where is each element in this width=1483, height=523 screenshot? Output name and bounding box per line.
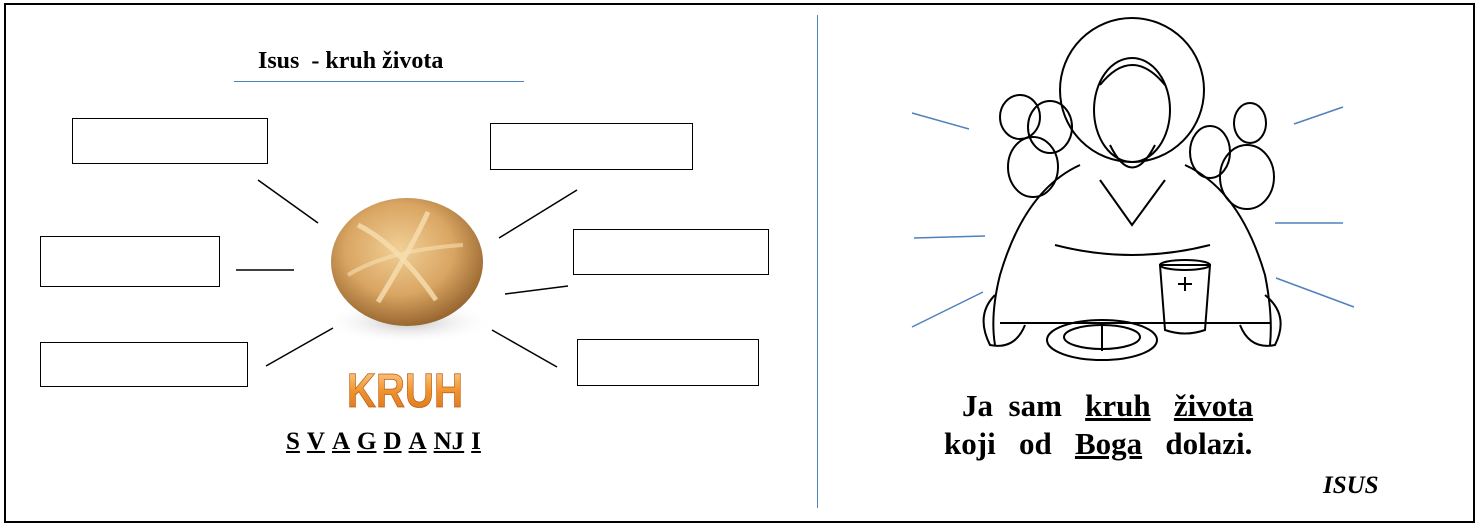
letter: A <box>408 428 427 455</box>
verse-word: od <box>1018 426 1052 461</box>
verse-word: koji <box>944 426 996 461</box>
ray-3 <box>911 291 984 328</box>
answer-box-top-right[interactable] <box>490 123 693 170</box>
signature: ISUS <box>1323 472 1379 499</box>
letter: S <box>286 428 300 455</box>
letter: A <box>331 428 351 455</box>
letter: G <box>357 428 377 455</box>
verse-line-2: koji od Boga dolazi. <box>944 426 1252 462</box>
letter: V <box>306 428 325 455</box>
connector-middle-right <box>504 285 569 295</box>
connector-bottom-right <box>491 329 558 368</box>
verse-word-underlined: kruh <box>1085 388 1151 423</box>
connector-lines <box>236 106 1355 368</box>
kruh-logo: KRUH <box>347 365 464 415</box>
connector-bottom-left <box>265 327 334 367</box>
answer-box-bottom-right[interactable] <box>577 339 759 386</box>
answer-box-middle-right[interactable] <box>573 229 769 275</box>
title-underline <box>234 81 524 82</box>
verse-word: Ja <box>962 388 993 423</box>
worksheet-title: Isus - kruh života <box>258 48 444 74</box>
verse-word-underlined: Boga <box>1074 426 1143 461</box>
ray-4 <box>1293 106 1344 125</box>
ray-6 <box>1275 277 1355 308</box>
connector-top-right <box>498 189 578 239</box>
answer-box-middle-left[interactable] <box>40 236 220 287</box>
letter: I <box>471 428 481 455</box>
kruh-logo-text: KRUH <box>347 365 463 415</box>
letter: D <box>383 428 402 455</box>
answer-box-bottom-left[interactable] <box>40 342 248 387</box>
answer-box-top-left[interactable] <box>72 118 268 164</box>
letter: NJ <box>433 428 465 455</box>
verse-line-1: Ja sam kruh života <box>962 388 1253 424</box>
ray-1 <box>911 112 970 130</box>
jesus-illustration <box>982 17 1282 361</box>
verse-word: dolazi. <box>1165 426 1253 461</box>
connector-top-left <box>257 179 319 224</box>
column-divider <box>817 15 818 508</box>
verse-word-underlined: života <box>1173 388 1254 423</box>
verse-word: sam <box>1008 388 1062 423</box>
ray-2 <box>913 235 986 239</box>
bread-loaf-image <box>322 198 494 344</box>
